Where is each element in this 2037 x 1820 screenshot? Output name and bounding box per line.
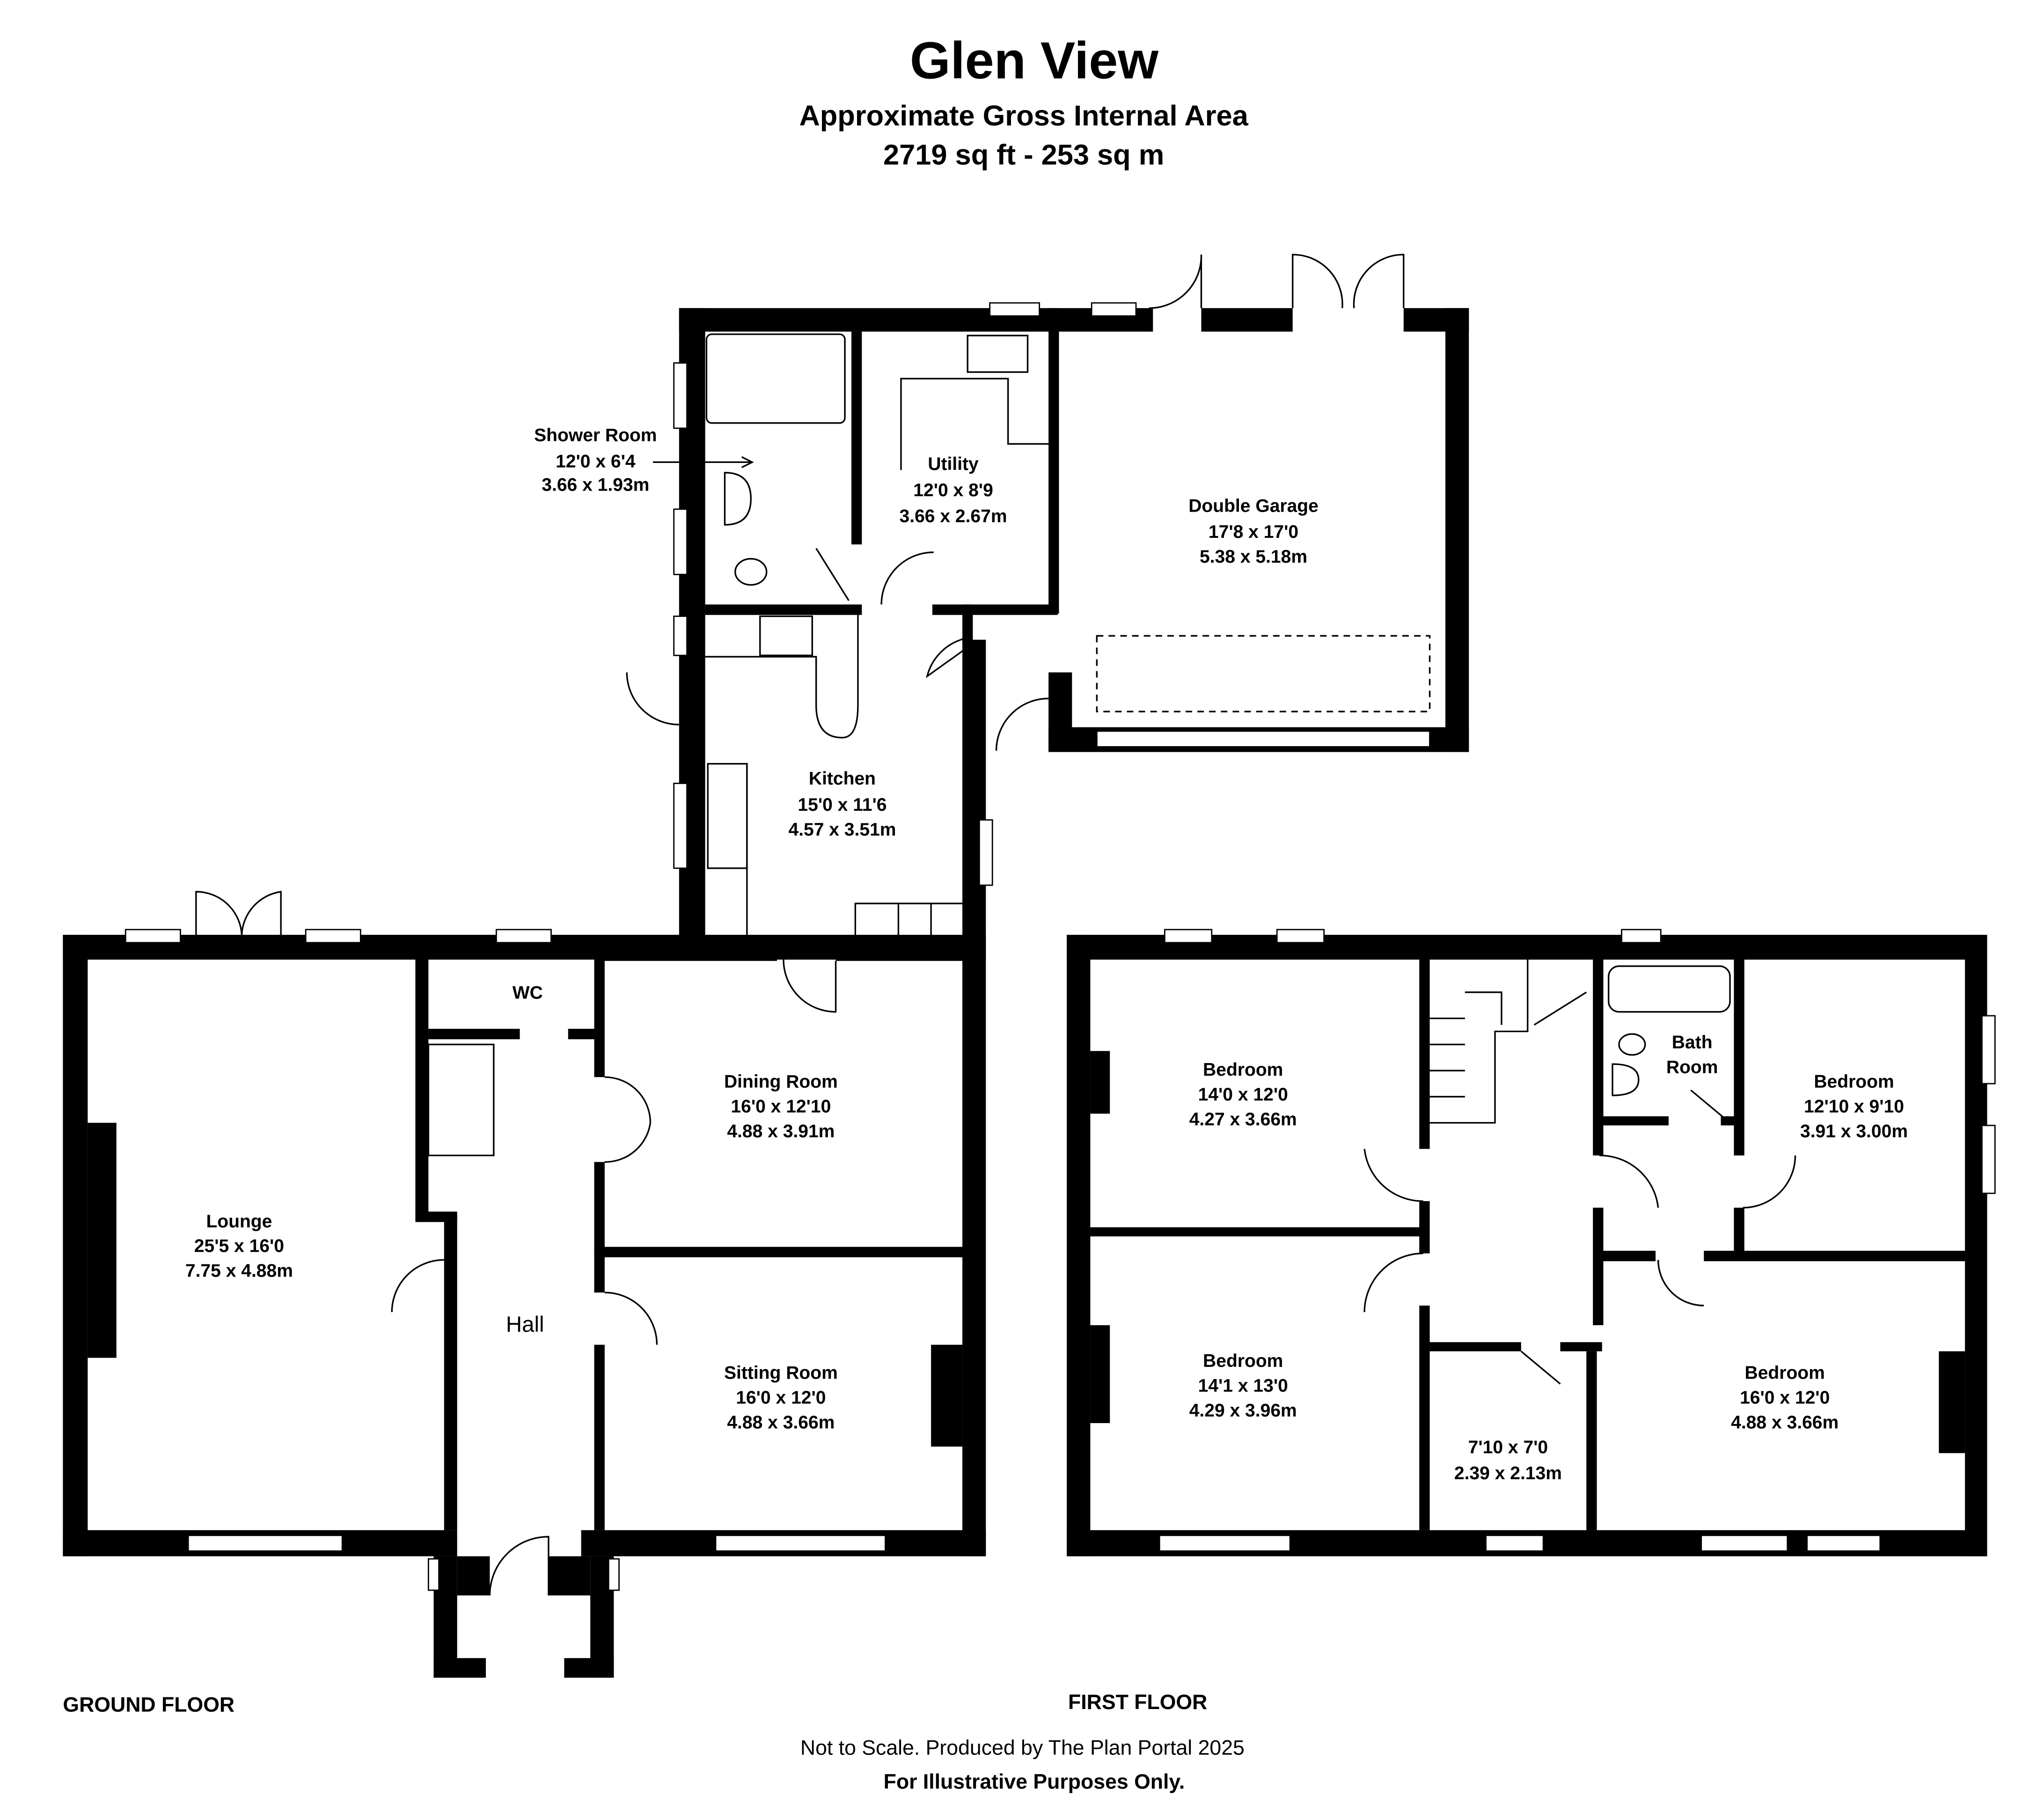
first-floor-label: FIRST FLOOR — [1068, 1691, 1207, 1714]
room-imperial: 16'0 x 12'0 — [736, 1387, 826, 1408]
room-double-garage: Double Garage 17'8 x 17'0 5.38 x 5.18m — [1188, 496, 1319, 567]
room-wc: WC — [513, 983, 543, 1003]
room-metric: 3.66 x 2.67m — [900, 506, 1007, 527]
room-name: Bedroom — [1745, 1363, 1825, 1383]
room-metric: 3.66 x 1.93m — [542, 475, 649, 495]
room-bath-room: Bath Room — [1666, 1033, 1718, 1078]
room-box-room: 7'10 x 7'0 2.39 x 2.13m — [1454, 1437, 1562, 1483]
title: Glen View — [910, 31, 1158, 89]
subtitle: Approximate Gross Internal Area — [799, 100, 1249, 132]
room-imperial: 14'0 x 12'0 — [1198, 1085, 1288, 1105]
room-name: Shower Room — [534, 426, 657, 446]
room-name: Lounge — [206, 1211, 272, 1232]
room-name: Sitting Room — [724, 1363, 838, 1383]
room-kitchen: Kitchen 15'0 x 11'6 4.57 x 3.51m — [788, 769, 896, 840]
ground-floor-fixtures — [125, 254, 1431, 1596]
first-floor-fixtures — [1158, 929, 1996, 1552]
footer-disclaimer: For Illustrative Purposes Only. — [884, 1770, 1185, 1793]
room-imperial: 12'0 x 6'4 — [556, 451, 636, 471]
room-utility: Utility 12'0 x 8'9 3.66 x 2.67m — [900, 454, 1007, 527]
footer-credit: Not to Scale. Produced by The Plan Porta… — [800, 1737, 1245, 1760]
room-metric: 4.29 x 3.96m — [1189, 1401, 1297, 1421]
room-imperial: 7'10 x 7'0 — [1468, 1437, 1548, 1457]
room-name: Bedroom — [1203, 1060, 1283, 1080]
room-name-line2: Room — [1666, 1057, 1718, 1078]
room-metric: 2.39 x 2.13m — [1454, 1463, 1562, 1483]
room-imperial: 14'1 x 13'0 — [1198, 1376, 1288, 1396]
room-metric: 3.91 x 3.00m — [1800, 1121, 1908, 1141]
room-imperial: 16'0 x 12'10 — [731, 1096, 831, 1116]
room-name: Utility — [928, 454, 979, 474]
room-name: Bath — [1672, 1033, 1713, 1053]
room-lounge: Lounge 25'5 x 16'0 7.75 x 4.88m — [185, 1211, 293, 1281]
room-imperial: 17'8 x 17'0 — [1209, 522, 1298, 542]
room-hall: Hall — [506, 1312, 544, 1337]
room-bedroom-3: Bedroom 14'1 x 13'0 4.29 x 3.96m — [1189, 1351, 1297, 1421]
room-bedroom-4: Bedroom 16'0 x 12'0 4.88 x 3.66m — [1731, 1363, 1839, 1432]
room-imperial: 16'0 x 12'0 — [1740, 1387, 1830, 1408]
room-metric: 4.88 x 3.66m — [1731, 1412, 1839, 1432]
room-name: Double Garage — [1188, 496, 1319, 516]
room-sitting-room: Sitting Room 16'0 x 12'0 4.88 x 3.66m — [724, 1363, 838, 1432]
room-name: Bedroom — [1203, 1351, 1283, 1371]
room-bedroom-2: Bedroom 12'10 x 9'10 3.91 x 3.00m — [1800, 1071, 1908, 1141]
room-metric: 4.57 x 3.51m — [788, 820, 896, 840]
room-metric: 5.38 x 5.18m — [1200, 547, 1307, 567]
room-name: Kitchen — [809, 769, 876, 789]
room-shower-room: Shower Room 12'0 x 6'4 3.66 x 1.93m — [534, 426, 754, 495]
room-imperial: 25'5 x 16'0 — [194, 1236, 284, 1256]
room-imperial: 15'0 x 11'6 — [798, 795, 887, 815]
room-metric: 4.88 x 3.91m — [727, 1121, 835, 1141]
room-metric: 7.75 x 4.88m — [185, 1261, 293, 1281]
room-metric: 4.88 x 3.66m — [727, 1412, 835, 1432]
room-imperial: 12'10 x 9'10 — [1804, 1096, 1904, 1116]
room-metric: 4.27 x 3.66m — [1189, 1109, 1297, 1130]
room-name: Bedroom — [1814, 1071, 1894, 1092]
room-bedroom-1: Bedroom 14'0 x 12'0 4.27 x 3.66m — [1189, 1060, 1297, 1130]
gross-area: 2719 sq ft - 253 sq m — [883, 139, 1164, 171]
room-dining-room: Dining Room 16'0 x 12'10 4.88 x 3.91m — [724, 1071, 838, 1141]
room-imperial: 12'0 x 8'9 — [913, 480, 993, 500]
ground-floor-label: GROUND FLOOR — [63, 1694, 234, 1717]
room-name: Dining Room — [724, 1071, 838, 1092]
